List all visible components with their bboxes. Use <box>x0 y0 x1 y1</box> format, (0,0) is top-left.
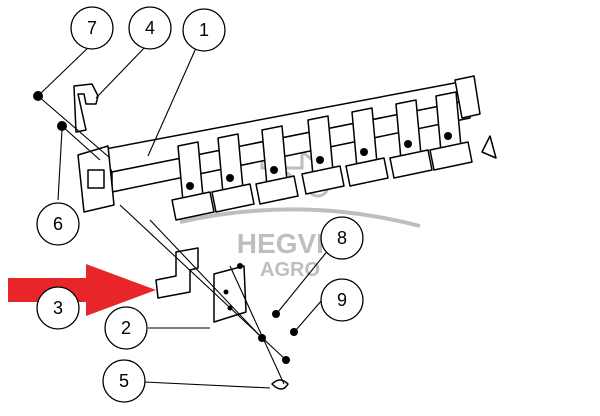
assembly-lines <box>37 95 287 385</box>
callout-label: 6 <box>53 214 63 234</box>
frame-bar-part-1 <box>77 75 497 221</box>
callout-label: 1 <box>199 20 209 40</box>
watermark-sub: AGRO <box>260 259 320 281</box>
callout-3: 3 <box>36 286 80 330</box>
callout-label: 2 <box>121 318 131 338</box>
callout-label: 5 <box>119 371 129 391</box>
callout-label: 7 <box>87 18 97 38</box>
callout-6: 6 <box>36 202 80 246</box>
callout-4: 4 <box>128 6 172 50</box>
red-pointer-arrow <box>8 264 156 316</box>
watermark-swoosh <box>179 207 421 228</box>
tine-holders <box>171 91 473 221</box>
callout-7: 7 <box>70 6 114 50</box>
callout-5: 5 <box>102 359 146 403</box>
callout-label: 9 <box>337 290 347 310</box>
callout-2: 2 <box>104 306 148 350</box>
pin-part-5 <box>271 379 289 390</box>
callout-label: 3 <box>53 298 63 318</box>
clamp-plate-part-2 <box>213 265 247 323</box>
callout-1: 1 <box>182 8 226 52</box>
callout-label: 4 <box>145 18 155 38</box>
u-bolt-part-4 <box>73 83 99 133</box>
callout-label: 8 <box>337 228 347 248</box>
callout-8: 8 <box>320 216 364 260</box>
callout-9: 9 <box>320 278 364 322</box>
bracket-plate-part-3 <box>155 247 199 299</box>
